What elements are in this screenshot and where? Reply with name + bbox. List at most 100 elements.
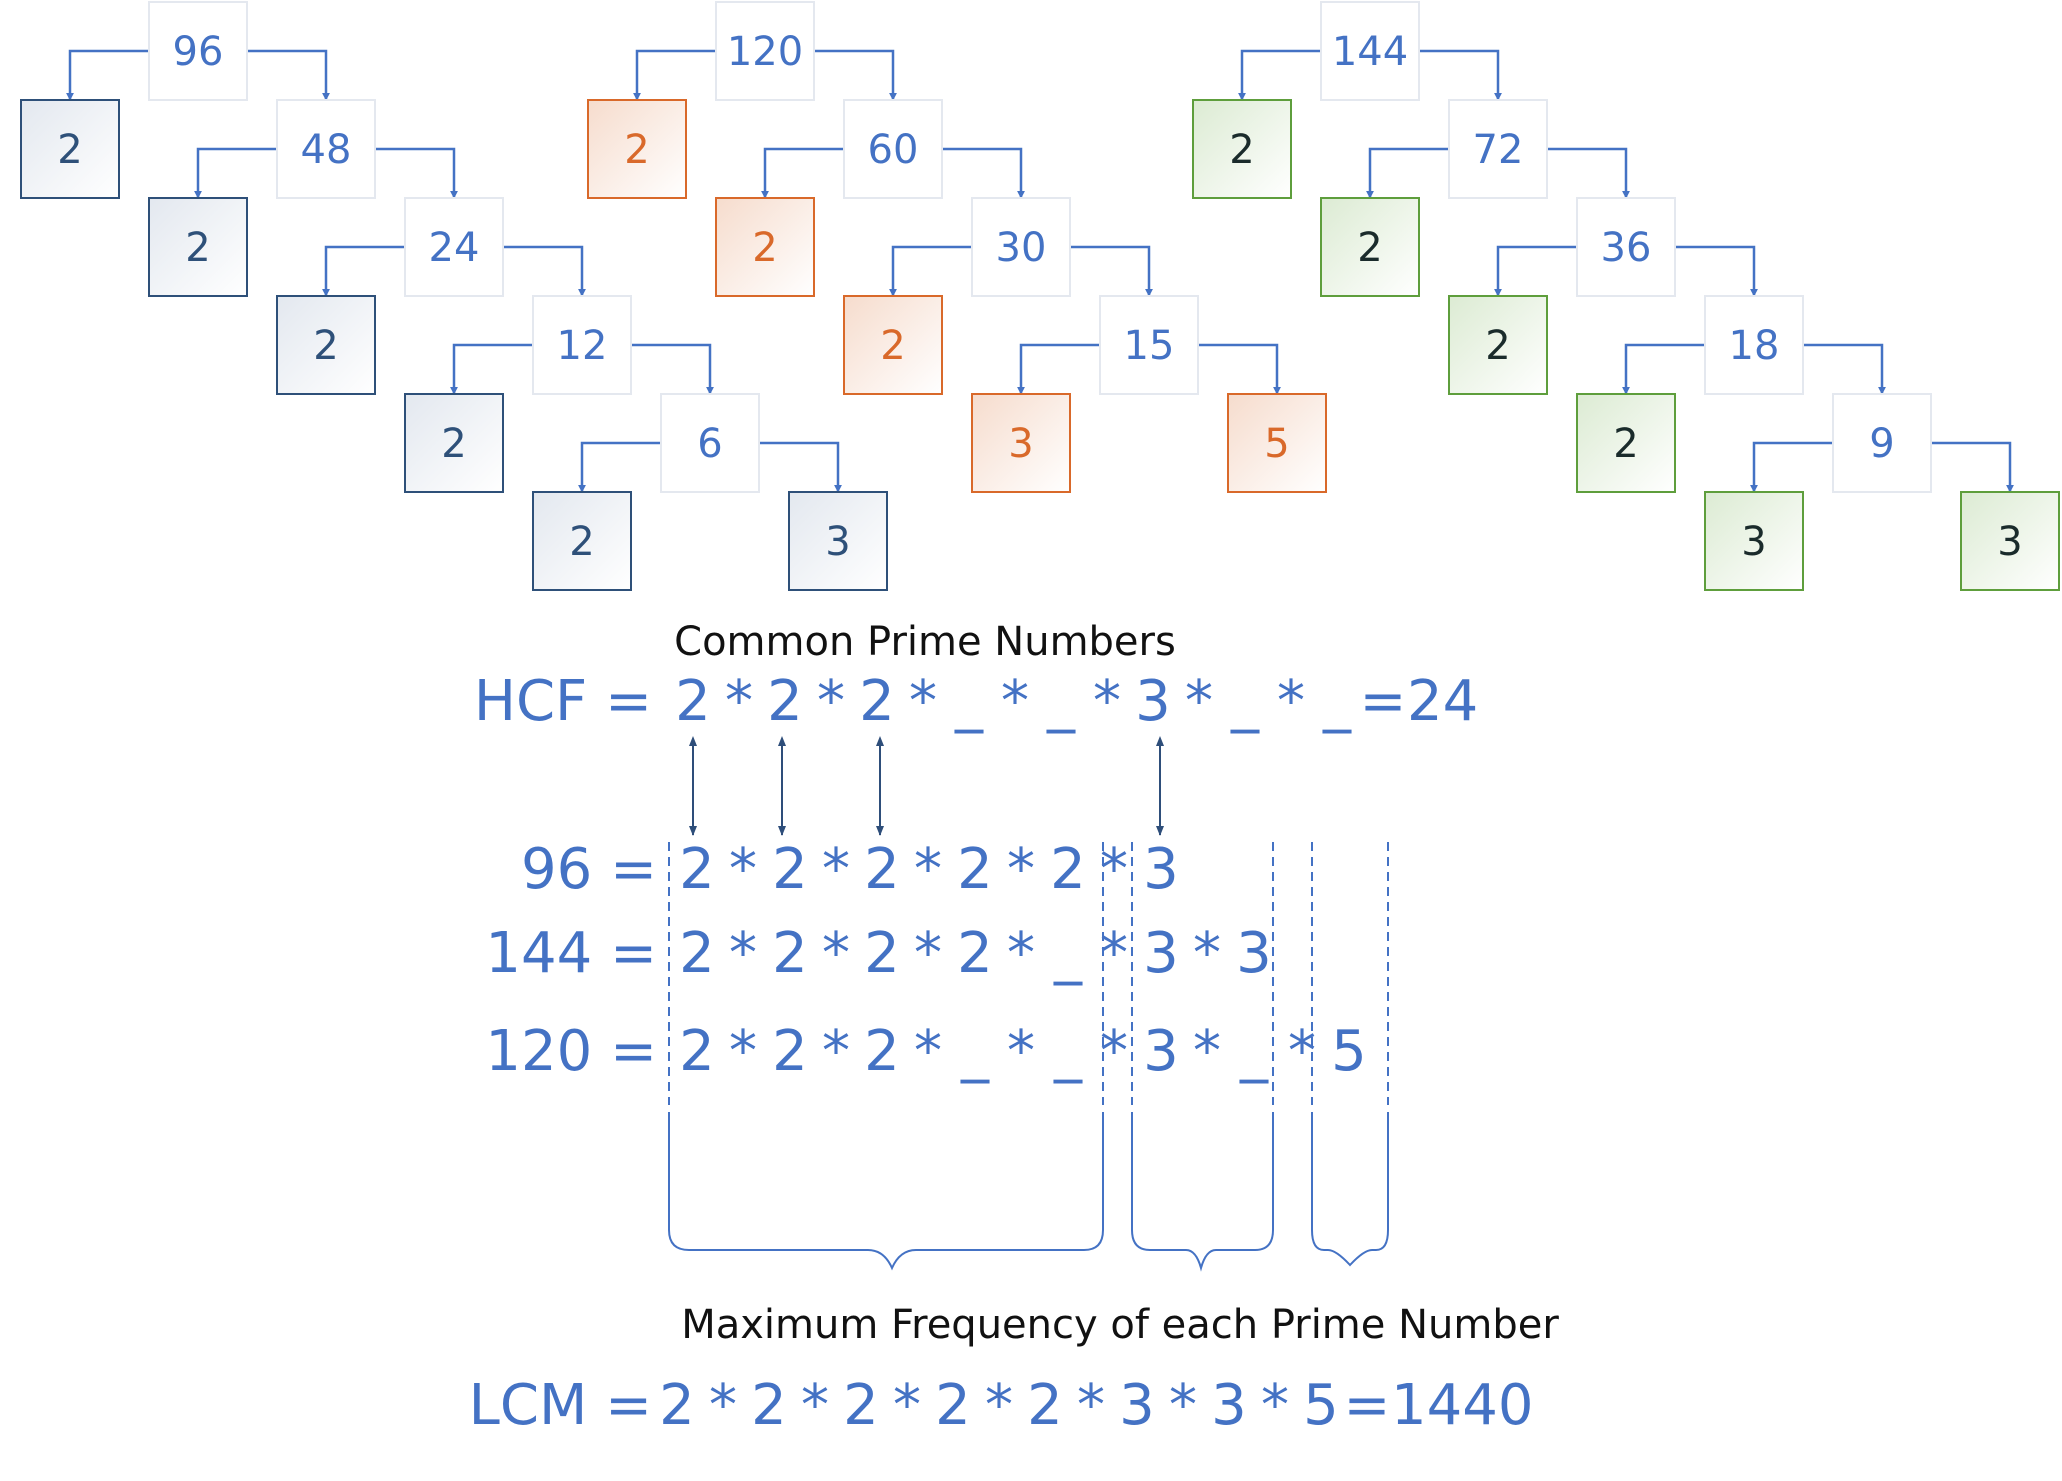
tree-connector-left: [1238, 49, 1321, 101]
prime-leaf-value: 2: [441, 421, 466, 467]
max-frequency-caption: Maximum Frequency of each Prime Number: [681, 1302, 1559, 1348]
factor-row-term: 2: [1050, 837, 1086, 902]
brace-prime-2: [668, 1112, 1104, 1271]
composite-node-box: [532, 295, 632, 395]
equation-term: 24: [1407, 669, 1478, 734]
factor-row-operator: *: [914, 837, 942, 902]
equation-operator: *: [985, 1373, 1013, 1438]
prime-leaf-box: [20, 99, 120, 199]
prime-leaf-box: [276, 295, 376, 395]
tree-connector-left: [1366, 147, 1449, 199]
composite-node-value: 36: [1601, 225, 1652, 271]
prime-leaf-box: [1448, 295, 1548, 395]
equation-term: 2: [1027, 1373, 1063, 1438]
equation-term: 1440: [1391, 1373, 1534, 1438]
equation-operator: *: [1277, 669, 1305, 734]
factor-row-term: 2: [864, 837, 900, 902]
composite-node-box: [843, 99, 943, 199]
prime-leaf-value: 2: [185, 225, 210, 271]
factor-row-term: _: [960, 1019, 990, 1084]
tree-connector-left: [1017, 343, 1100, 395]
factor-row-operator: *: [1288, 1019, 1316, 1084]
factor-row-label: 120 =: [485, 1019, 657, 1084]
factor-row-term: 5: [1331, 1019, 1367, 1084]
grouping-braces: [668, 1112, 1389, 1272]
prime-leaf-box: [1704, 491, 1804, 591]
composite-node-value: 9: [1869, 421, 1894, 467]
composite-node-box: [1448, 99, 1548, 199]
factor-row-operator: *: [822, 837, 850, 902]
equation-operator: *: [709, 1373, 737, 1438]
equation-term: 2: [859, 669, 895, 734]
prime-leaf-value: 2: [313, 323, 338, 369]
prime-leaf-box: [971, 393, 1071, 493]
tree-connector-left: [578, 441, 661, 493]
tree-connector-left: [322, 245, 405, 297]
factor-row-operator: *: [1100, 921, 1128, 986]
equation-term: _: [1046, 669, 1076, 734]
composite-node-value: 60: [868, 127, 919, 173]
tree-connector-left: [194, 147, 277, 199]
equation-term: 2: [659, 1373, 695, 1438]
prime-leaf-box: [1227, 393, 1327, 493]
equation-operator: =: [1360, 669, 1407, 734]
factor-row-term: 2: [957, 921, 993, 986]
hcf-equation: HCF =2*2*2*_*_*3*_*_=24: [474, 669, 1478, 734]
tree-connector-left: [761, 147, 844, 199]
equation-operator: *: [893, 1373, 921, 1438]
factor-row-operator: *: [729, 921, 757, 986]
factor-row-operator: *: [822, 1019, 850, 1084]
prime-leaf-value: 3: [1741, 519, 1766, 565]
equation-term: _: [1322, 669, 1352, 734]
equation-term: 2: [843, 1373, 879, 1438]
composite-node-box: [715, 1, 815, 101]
factor-row-operator: *: [1007, 837, 1035, 902]
equation-term: 3: [1119, 1373, 1155, 1438]
prime-leaf-value: 2: [1485, 323, 1510, 369]
equation-operator: =: [1344, 1373, 1391, 1438]
composite-node-value: 24: [429, 225, 480, 271]
factor-row-term: 2: [864, 1019, 900, 1084]
tree-connector-right: [942, 147, 1025, 199]
prime-leaf-box: [148, 197, 248, 297]
factor-row-operator: *: [1100, 837, 1128, 902]
prime-leaf-value: 3: [1997, 519, 2022, 565]
composite-node-value: 48: [301, 127, 352, 173]
equation-term: _: [954, 669, 984, 734]
prime-leaf-box: [788, 491, 888, 591]
composite-node-box: [1320, 1, 1420, 101]
equation-label: LCM =: [469, 1373, 652, 1438]
prime-leaf-value: 5: [1264, 421, 1289, 467]
equation-operator: *: [1169, 1373, 1197, 1438]
tree-connector-right: [503, 245, 586, 297]
composite-node-box: [660, 393, 760, 493]
composite-node-value: 96: [173, 29, 224, 75]
tree-connector-right: [1070, 245, 1153, 297]
brace-prime-3: [1131, 1112, 1274, 1272]
factor-row-term: 2: [679, 921, 715, 986]
composite-node-value: 72: [1473, 127, 1524, 173]
factor-row-term: 3: [1236, 921, 1272, 986]
equation-operator: *: [817, 669, 845, 734]
factor-row-term: 2: [679, 837, 715, 902]
equation-operator: *: [1261, 1373, 1289, 1438]
tree-connector-right: [1547, 147, 1630, 199]
equation-term: 3: [1211, 1373, 1247, 1438]
equation-term: 2: [935, 1373, 971, 1438]
prime-leaf-value: 2: [1613, 421, 1638, 467]
equation-term: 2: [675, 669, 711, 734]
equation-operator: *: [1001, 669, 1029, 734]
prime-leaf-box: [532, 491, 632, 591]
equation-operator: *: [1077, 1373, 1105, 1438]
tree-connector-right: [1198, 343, 1281, 395]
factor-row-operator: *: [1007, 921, 1035, 986]
composite-node-box: [1704, 295, 1804, 395]
factor-row-term: 2: [772, 921, 808, 986]
prime-leaf-box: [404, 393, 504, 493]
factor-row-operator: *: [914, 921, 942, 986]
